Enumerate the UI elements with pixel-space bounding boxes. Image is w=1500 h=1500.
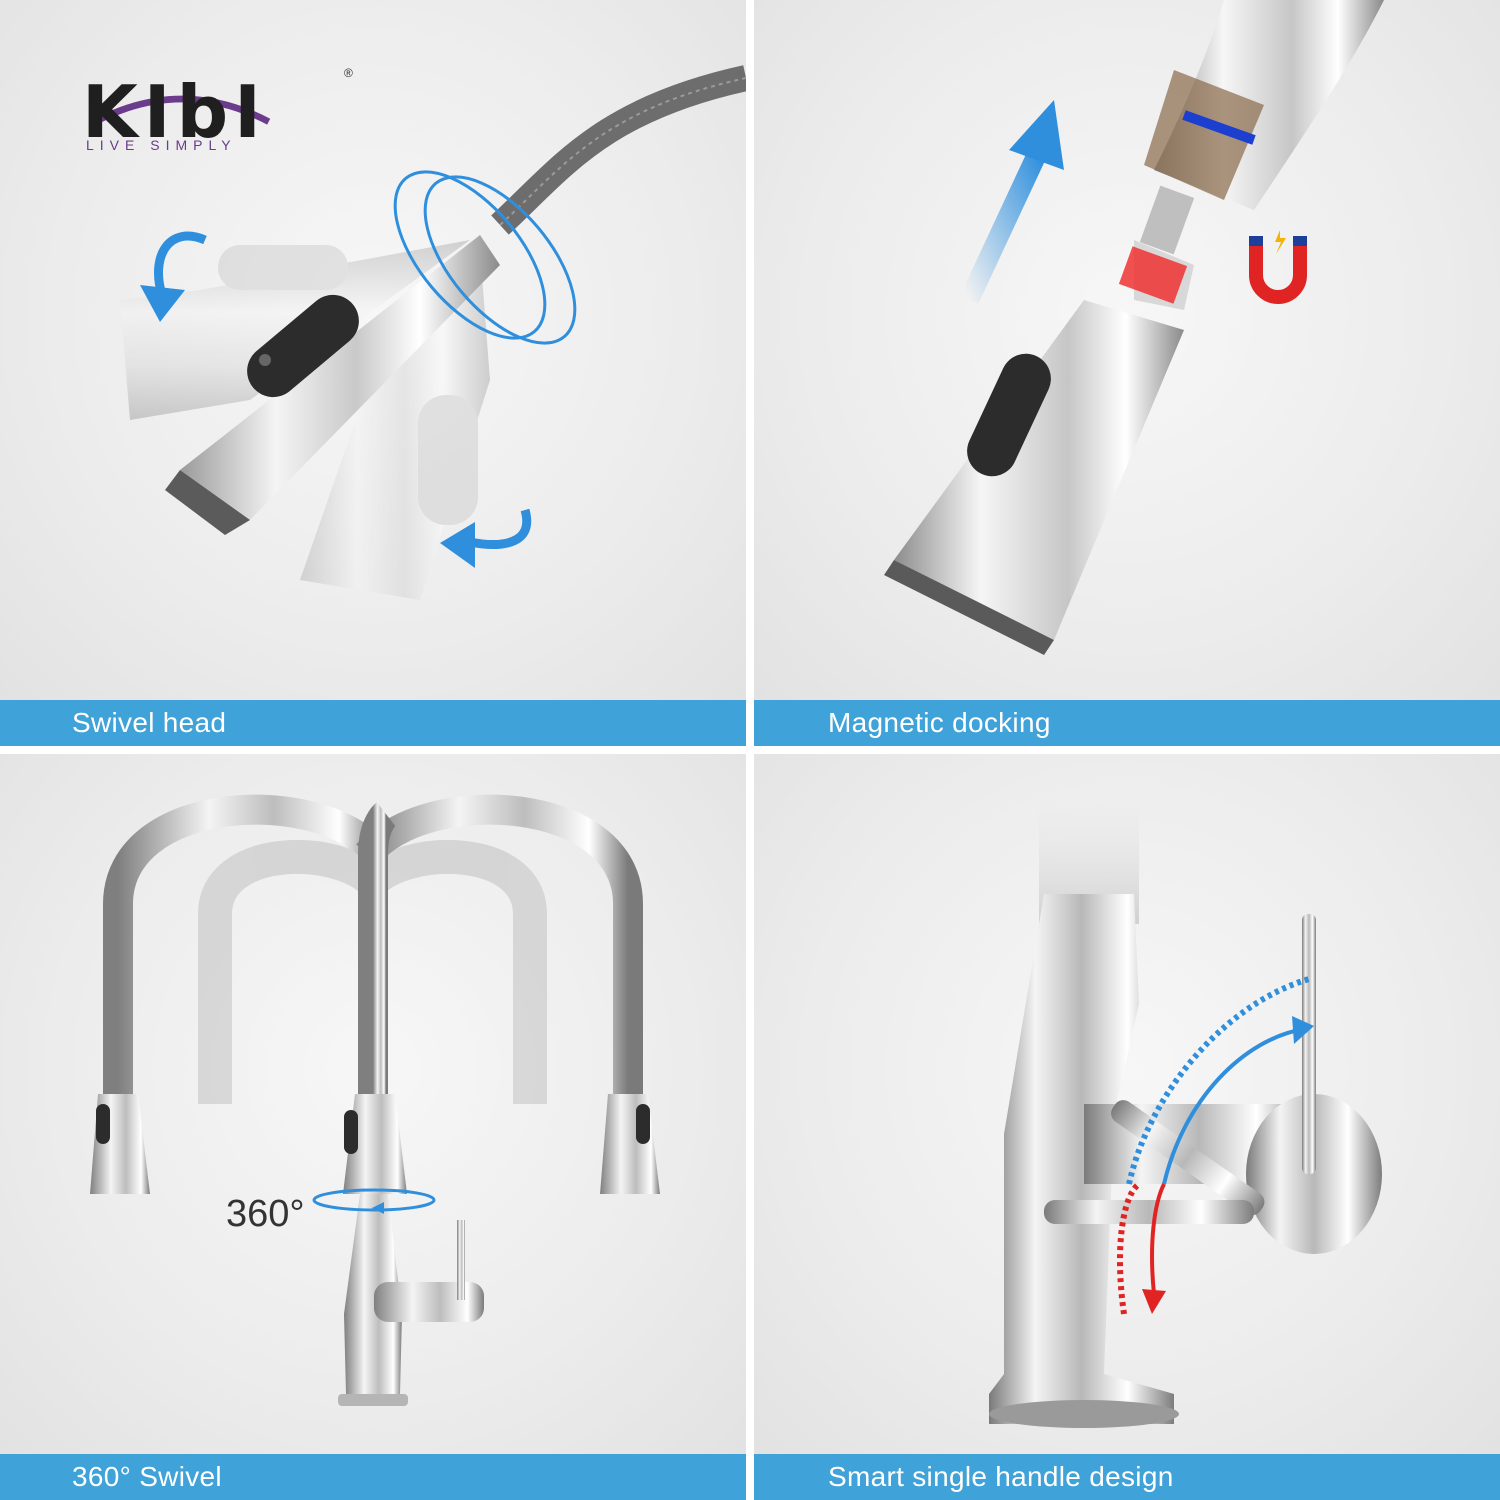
- swivel-arrow-icon: [154, 231, 207, 297]
- single-handle-panel: [754, 754, 1500, 1454]
- sprayhead: [894, 300, 1184, 640]
- caption-magnetic-docking: Magnetic docking: [754, 700, 1500, 746]
- faucet-handle-up: [1302, 914, 1316, 1174]
- faucet-handle: [457, 1220, 465, 1300]
- magnet-ring: [1182, 110, 1256, 145]
- magnetic-docking-illustration: [884, 0, 1384, 655]
- swivel-head-illustration: [120, 65, 746, 600]
- magnetic-docking-panel: [754, 0, 1500, 700]
- faucet-body: [989, 894, 1174, 1424]
- sprayhead-center: [343, 1094, 407, 1194]
- sprayhead-right: [600, 1094, 660, 1194]
- braided-hose: [491, 65, 746, 235]
- sprayhead: [180, 235, 500, 520]
- rotation-ring-icon: [312, 1188, 436, 1212]
- swivel-arrow-icon: [469, 508, 532, 549]
- single-handle-illustration: [989, 794, 1382, 1428]
- spray-button: [967, 353, 1051, 477]
- temperature-arc-icon: [1117, 976, 1314, 1315]
- caption-swivel-head: Swivel head: [0, 700, 746, 746]
- brand-tagline: LIVE SIMPLY: [86, 137, 237, 153]
- spray-button: [247, 294, 359, 398]
- faucet-handle-down: [1044, 1200, 1254, 1224]
- logo-arc-icon: [93, 95, 271, 125]
- faucet-body: [344, 1194, 402, 1394]
- rotation-degree-label: 360°: [226, 1193, 305, 1235]
- magnet-icon: [1249, 230, 1307, 304]
- sprayhead-ghost-right: [300, 250, 490, 600]
- up-arrow-icon: [959, 145, 1049, 305]
- rotation-ring-icon: [393, 170, 577, 345]
- brand-name: KIbI: [82, 70, 267, 154]
- brand-logo: KIbI LIVE SIMPLY ®: [82, 52, 353, 162]
- faucet-handle-hub: [374, 1282, 484, 1322]
- swivel-head-panel: KIbI LIVE SIMPLY ®: [0, 0, 746, 700]
- magnet-core: [1118, 246, 1188, 304]
- swivel-360-panel: [0, 754, 746, 1454]
- caption-single-handle: Smart single handle design: [754, 1454, 1500, 1500]
- registered-mark: ®: [344, 66, 353, 80]
- spout-swivel-positions: [103, 794, 643, 1194]
- swivel-360-illustration: [90, 794, 660, 1406]
- caption-360-swivel: 360° Swivel: [0, 1454, 746, 1500]
